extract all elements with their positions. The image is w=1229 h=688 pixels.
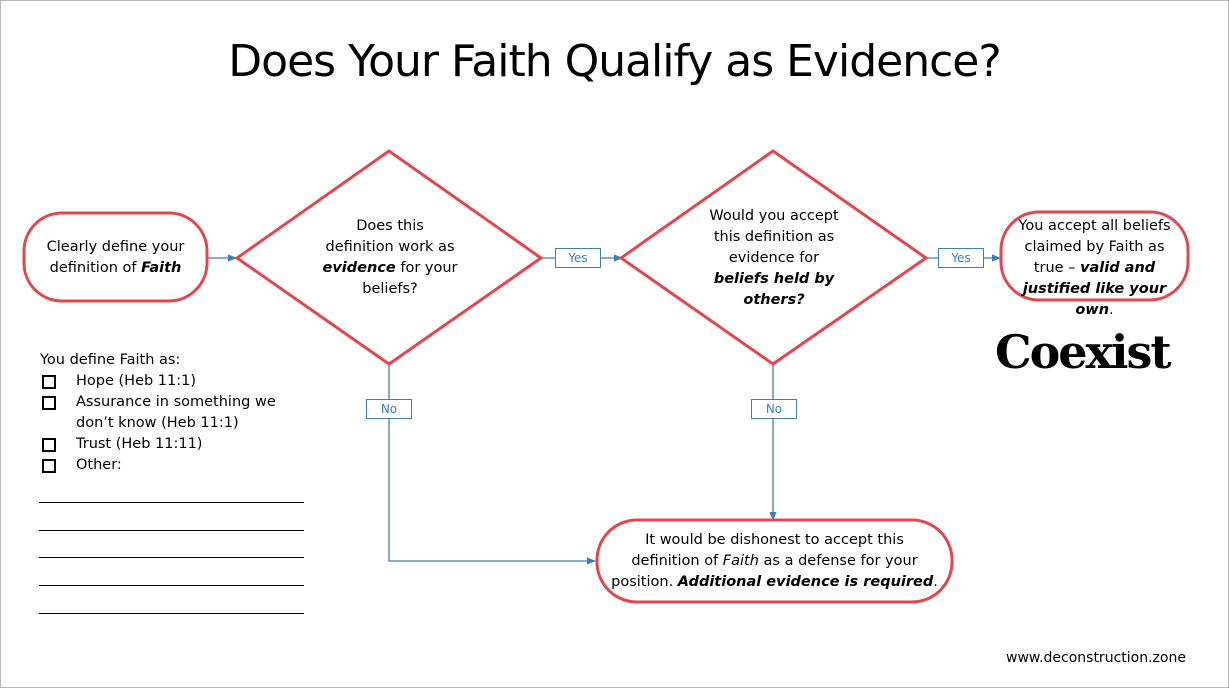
- edge-label-no-2: No: [751, 399, 797, 419]
- footer-website: www.deconstruction.zone: [1006, 650, 1186, 666]
- dishonest-line1: It would be dishonest to accept this: [645, 532, 904, 548]
- checklist-option-label: Assurance in something we don’t know (He…: [76, 394, 276, 431]
- checklist-option-label: Hope (Heb 11:1): [76, 373, 197, 389]
- write-in-line[interactable]: [39, 530, 304, 531]
- accept-line4-end: .: [1109, 302, 1114, 318]
- decision1-evidence-emph: evidence: [322, 260, 396, 276]
- faith-definition-checklist: You define Faith as: Hope (Heb 11:1) Ass…: [40, 350, 310, 476]
- checkbox-icon[interactable]: [42, 459, 56, 473]
- dishonest-line3-emph: Additional evidence is required: [677, 574, 934, 590]
- decision1-line4: beliefs?: [362, 281, 418, 297]
- edge-label-yes-2: Yes: [938, 248, 984, 268]
- coexist-logo: Coexist: [995, 325, 1172, 379]
- page-title: Does Your Faith Qualify as Evidence?: [228, 36, 1001, 87]
- connector-decision1-to-dishonest: [388, 364, 596, 565]
- checklist-option-hope[interactable]: Hope (Heb 11:1): [40, 371, 310, 392]
- decision1-line1: Does this: [356, 218, 424, 234]
- dishonest-node-shape: [595, 518, 954, 604]
- decision1-line3-rest: for your: [395, 260, 458, 276]
- coexist-logo-text: Coexist: [995, 325, 1172, 379]
- write-in-line[interactable]: [39, 585, 304, 586]
- checklist-option-other[interactable]: Other:: [40, 455, 310, 476]
- edge-label-yes-1: Yes: [555, 248, 601, 268]
- dishonest-line2-prefix: definition of: [631, 553, 723, 569]
- start-node-line2-prefix: definition of: [49, 260, 142, 276]
- checklist-heading: You define Faith as:: [40, 352, 181, 368]
- dishonest-line3-prefix: position.: [611, 574, 678, 590]
- decision2-line4: beliefs held by: [684, 269, 864, 290]
- decision2-node-shape: [618, 149, 929, 366]
- decision2-line3: evidence for: [728, 250, 820, 266]
- checkbox-icon[interactable]: [42, 375, 56, 389]
- checklist-option-label: Other:: [76, 457, 122, 473]
- decision2-line2: this definition as: [713, 229, 835, 245]
- accept-line4-emph: justified like your own: [1022, 281, 1167, 318]
- decision2-node: Would you accept this definition as evid…: [684, 206, 864, 311]
- write-in-line[interactable]: [39, 557, 304, 558]
- dishonest-node: It would be dishonest to accept this def…: [600, 530, 949, 593]
- accept-line3-prefix: true –: [1033, 260, 1081, 276]
- accept-line3-emph: valid and: [1080, 260, 1156, 276]
- accept-line2: claimed by Faith as: [1024, 239, 1165, 255]
- dishonest-line3-end: .: [933, 574, 938, 590]
- accept-node: You accept all beliefs claimed by Faith …: [1003, 216, 1186, 321]
- dishonest-line2-rest: as a defense for your: [758, 553, 918, 569]
- start-node-faith-emph: Faith: [141, 260, 182, 276]
- accept-node-shape: [999, 210, 1190, 302]
- start-node-shape: [22, 211, 209, 303]
- edge-label-no-1: No: [366, 399, 412, 419]
- decision2-line4-emph: beliefs held by: [713, 271, 835, 287]
- checklist-option-assurance[interactable]: Assurance in something we don’t know (He…: [40, 392, 310, 434]
- checklist-option-trust[interactable]: Trust (Heb 11:11): [40, 434, 310, 455]
- checkbox-icon[interactable]: [42, 438, 56, 452]
- decision2-line5: others?: [684, 290, 864, 311]
- decision2-line5-emph: others?: [743, 292, 805, 308]
- checklist-option-label: Trust (Heb 11:11): [76, 436, 203, 452]
- dishonest-faith-emph: Faith: [722, 553, 759, 569]
- accept-line4: justified like your own.: [1003, 279, 1186, 321]
- decision1-node-shape: [234, 149, 544, 366]
- accept-line3: true – valid and: [1003, 258, 1186, 279]
- start-node-line1: Clearly define your: [46, 239, 185, 255]
- write-in-line[interactable]: [39, 502, 304, 503]
- checkbox-icon[interactable]: [42, 396, 56, 410]
- dishonest-line3: position. Additional evidence is require…: [600, 572, 949, 593]
- accept-line1: You accept all beliefs: [1018, 218, 1171, 234]
- decision1-node: Does this definition work as evidence fo…: [300, 216, 480, 300]
- decision2-line1: Would you accept: [709, 208, 839, 224]
- start-node: Clearly define your definition of Faith: [30, 237, 201, 279]
- dishonest-line2: definition of Faith as a defense for you…: [600, 551, 949, 572]
- decision1-line3: evidence for your: [300, 258, 480, 279]
- start-node-line2: definition of Faith: [30, 258, 201, 279]
- write-in-line[interactable]: [39, 613, 304, 614]
- decision1-line2: definition work as: [325, 239, 455, 255]
